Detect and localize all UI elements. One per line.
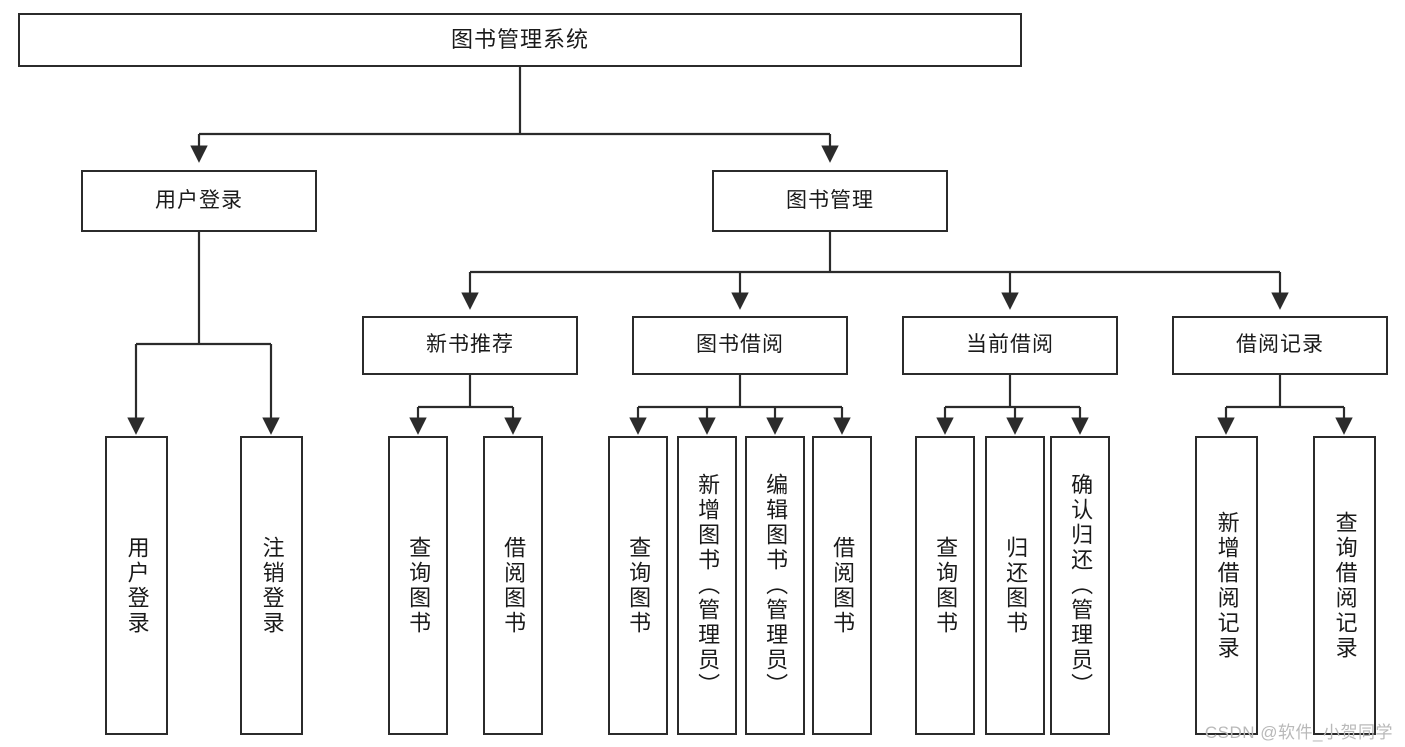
leaf-current-query-book[interactable]: 查询图书 xyxy=(915,436,975,735)
node-label: 确认归还（管理员） xyxy=(1068,473,1094,698)
node-label: 图书借阅 xyxy=(696,333,784,357)
node-label: 新书推荐 xyxy=(426,333,514,357)
node-user-login[interactable]: 用户登录 xyxy=(81,170,317,232)
node-root-library-management-system[interactable]: 图书管理系统 xyxy=(18,13,1022,67)
node-book-borrow[interactable]: 图书借阅 xyxy=(632,316,848,375)
leaf-current-return-book[interactable]: 归还图书 xyxy=(985,436,1045,735)
watermark-text: CSDN @软件_小贺同学 xyxy=(1204,723,1393,742)
leaf-recommend-borrow-book[interactable]: 借阅图书 xyxy=(483,436,543,735)
node-label: 用户登录 xyxy=(155,188,243,212)
leaf-user-login-login[interactable]: 用户登录 xyxy=(105,436,168,735)
node-label: 查询图书 xyxy=(406,535,432,636)
leaf-records-query-record[interactable]: 查询借阅记录 xyxy=(1313,436,1376,735)
node-new-book-recommend[interactable]: 新书推荐 xyxy=(362,316,578,375)
leaf-recommend-query-book[interactable]: 查询图书 xyxy=(388,436,448,735)
node-label: 新增图书（管理员） xyxy=(695,473,721,698)
node-label: 归还图书 xyxy=(1003,535,1029,636)
leaf-records-add-record[interactable]: 新增借阅记录 xyxy=(1195,436,1258,735)
leaf-borrow-borrow-book[interactable]: 借阅图书 xyxy=(812,436,872,735)
node-label: 借阅图书 xyxy=(501,535,527,636)
node-current-borrow[interactable]: 当前借阅 xyxy=(902,316,1118,375)
node-label: 新增借阅记录 xyxy=(1214,510,1240,661)
leaf-current-confirm-return-admin[interactable]: 确认归还（管理员） xyxy=(1050,436,1110,735)
node-label: 当前借阅 xyxy=(966,333,1054,357)
leaf-user-login-logout[interactable]: 注销登录 xyxy=(240,436,303,735)
leaf-borrow-add-book-admin[interactable]: 新增图书（管理员） xyxy=(677,436,737,735)
node-label: 查询图书 xyxy=(933,535,959,636)
node-label: 图书管理系统 xyxy=(450,27,589,53)
node-label: 注销登录 xyxy=(259,535,285,636)
node-label: 借阅记录 xyxy=(1236,333,1324,357)
leaf-borrow-edit-book-admin[interactable]: 编辑图书（管理员） xyxy=(745,436,805,735)
leaf-borrow-query-book[interactable]: 查询图书 xyxy=(608,436,668,735)
node-label: 图书管理 xyxy=(786,188,874,212)
node-label: 查询借阅记录 xyxy=(1332,510,1358,661)
node-label: 借阅图书 xyxy=(830,535,856,636)
node-label: 查询图书 xyxy=(626,535,652,636)
node-label: 编辑图书（管理员） xyxy=(763,473,789,698)
node-borrow-records[interactable]: 借阅记录 xyxy=(1172,316,1388,375)
node-book-management[interactable]: 图书管理 xyxy=(712,170,948,232)
node-label: 用户登录 xyxy=(124,535,150,636)
